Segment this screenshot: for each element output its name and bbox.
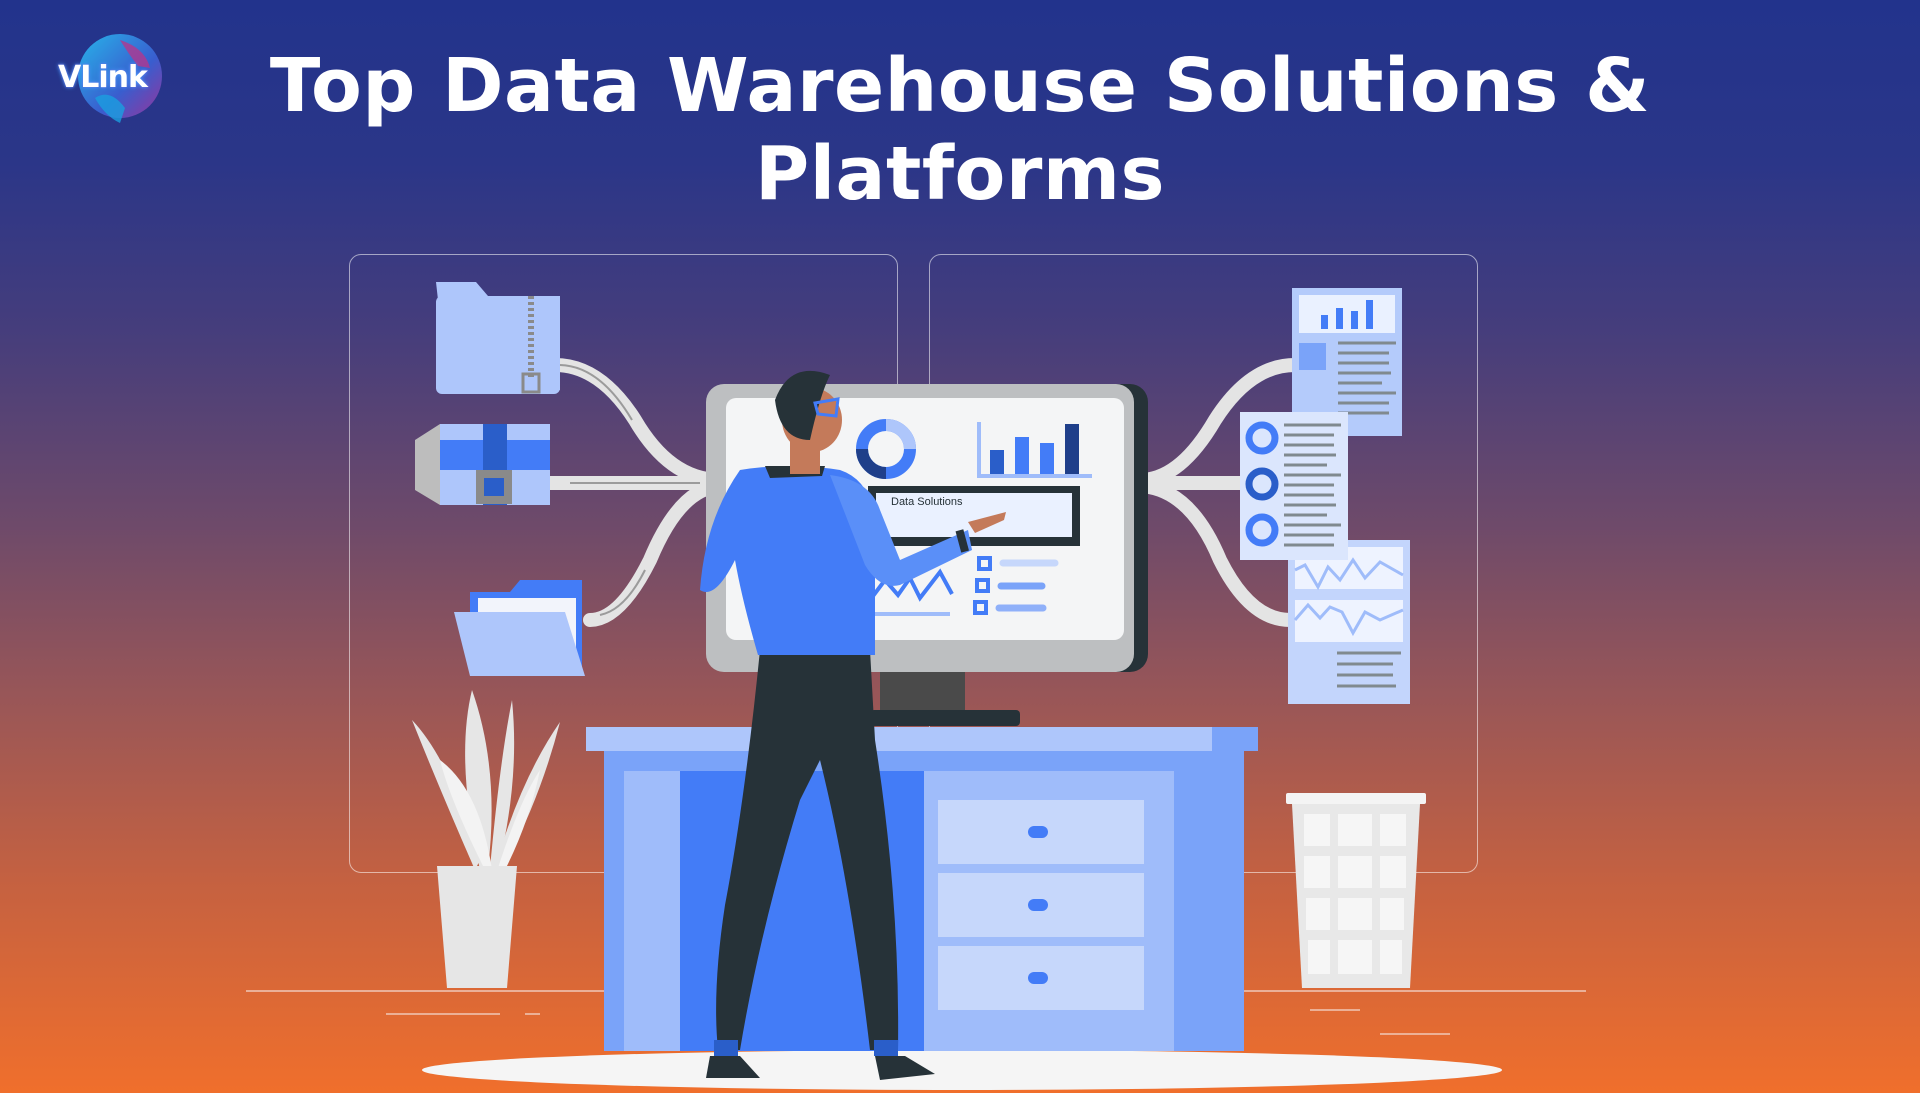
open-folder-icon <box>454 580 585 676</box>
title-line-2: Platforms <box>754 131 1166 217</box>
vlink-logo[interactable]: VLink <box>50 28 185 128</box>
monitor-screen-label: Data Solutions <box>891 496 963 508</box>
archive-box-icon <box>415 424 550 505</box>
line-chart-report-icon <box>1288 540 1410 704</box>
desk <box>586 727 1258 1051</box>
title-line-1: Top Data Warehouse Solutions & <box>269 43 1651 129</box>
bar-chart-report-icon <box>1292 288 1402 436</box>
trash-can-icon <box>1286 793 1426 988</box>
right-connectors <box>1133 358 1302 627</box>
page-title: Top Data Warehouse Solutions & Platforms <box>0 42 1920 218</box>
logo-text: VLink <box>58 60 148 95</box>
person-figure <box>700 370 1006 1080</box>
floor-shadow <box>422 1050 1502 1090</box>
zip-folder-icon <box>436 282 560 394</box>
plant-icon <box>412 690 560 988</box>
globe-icon <box>78 34 162 123</box>
donut-report-icon <box>1240 412 1348 560</box>
